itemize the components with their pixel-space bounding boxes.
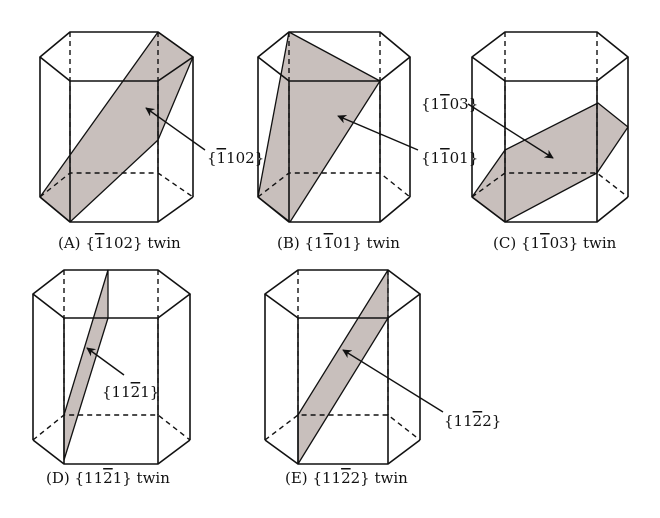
- twin-plane-d: [63, 269, 109, 461]
- pointer-arrow-d: [86, 347, 125, 376]
- panel-e: {1122} (E) {1122} twin: [264, 269, 501, 487]
- twin-plane-e: [297, 269, 389, 465]
- prism-edges-d: [32, 269, 191, 465]
- prism-edges-a: [39, 31, 194, 223]
- plane-label-b: {1101}: [421, 149, 478, 167]
- twin-plane-a: [39, 31, 194, 223]
- caption-b: (B) {1101} twin: [277, 234, 400, 252]
- caption-a: (A) {1102} twin: [58, 234, 181, 252]
- prism-edges-e: [264, 269, 421, 465]
- caption-c: (C) {1103} twin: [493, 234, 617, 252]
- panel-b: {1101} (B) {1101} twin: [257, 31, 478, 252]
- panel-d: {1121} (D) {1121} twin: [32, 269, 191, 487]
- plane-label-e: {1122}: [444, 412, 501, 430]
- plane-label-c: {1103}: [421, 95, 478, 113]
- pointer-arrow-b: [337, 115, 419, 151]
- prism-edges-b: [257, 31, 411, 223]
- pointer-arrow-a: [145, 107, 206, 151]
- plane-label-d: {1121}: [102, 383, 159, 401]
- caption-e: (E) {1122} twin: [285, 469, 408, 487]
- prism-edges-c: [471, 31, 629, 223]
- pointer-arrow-e: [342, 349, 444, 413]
- twin-plane-b: [257, 31, 381, 223]
- pointer-arrow-c: [467, 103, 554, 159]
- panel-a: {1102} (A) {1102} twin: [39, 31, 264, 252]
- caption-d: (D) {1121} twin: [46, 469, 170, 487]
- panel-c: {1103} (C) {1103} twin: [421, 31, 629, 252]
- plane-label-a: {1102}: [207, 149, 264, 167]
- hidden-edges-d: [32, 270, 191, 441]
